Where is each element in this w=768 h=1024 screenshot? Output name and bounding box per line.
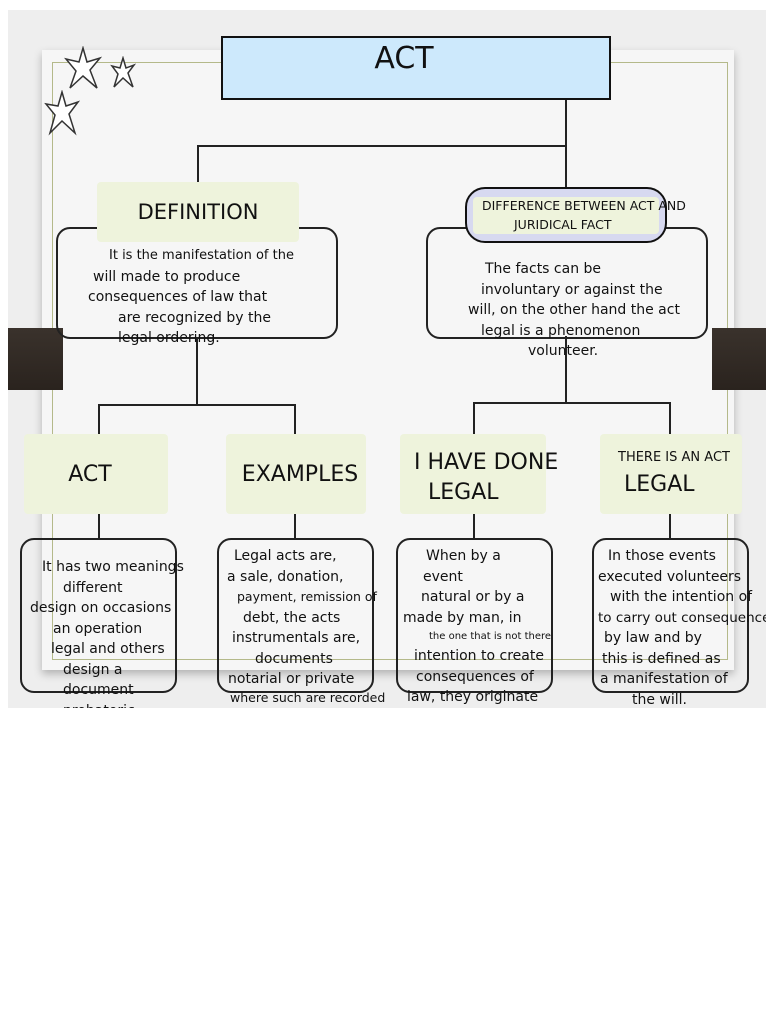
examples-label-box: EXAMPLES [226,434,366,514]
act-legal-label: LEGAL [624,472,695,497]
done-legal-label: I HAVE DONE [414,450,559,475]
act-legal-label-box: THERE IS AN ACT LEGAL [600,434,742,514]
star-icon [64,46,102,89]
connector-line [98,404,296,406]
connector-line [565,145,567,187]
star-icon [44,90,80,136]
connector-line [196,338,198,405]
difference-line: The facts can be [485,261,602,277]
connector-line [565,90,567,146]
connector-line [669,514,671,538]
done-legal-content-box [396,538,553,693]
connector-line [98,514,100,538]
difference-line: volunteer. [528,343,599,359]
difference-label-box [465,187,667,243]
act-text: It has two meanings different design on … [30,559,184,708]
definition-line: consequences of law that [88,289,268,305]
act-legal-content-box [592,538,749,693]
definition-line: It is the manifestation of the [109,248,294,263]
definition-line: legal ordering. [118,330,220,346]
definition-label: DEFINITION [137,200,259,224]
definition-line: are recognized by the [118,309,271,326]
definition-line: will made to produce [93,268,241,285]
connector-line [294,514,296,538]
done-legal-label: LEGAL [428,480,499,505]
act-label: ACT [68,461,112,487]
title-text: ACT [374,40,434,76]
difference-text: The facts can be involuntary or against … [8,259,680,362]
connector-line [294,404,296,434]
examples-content-box [217,538,374,693]
connector-line [197,145,199,183]
connector-line [98,404,100,434]
connector-line [473,514,475,538]
difference-label: DIFFERENCE BETWEEN ACT AND JURIDICAL FAC… [482,198,686,232]
connector-line [473,402,671,404]
done-legal-label-box: I HAVE DONE LEGAL [400,434,558,514]
act-legal-label: THERE IS AN ACT [618,450,730,465]
slide: ACT DEFINITION It is the manifestation o… [8,10,766,708]
done-legal-text: When by a event natural or by a made by … [403,548,552,705]
act-legal-text: In those events executed volunteers with… [598,548,766,708]
connector-line [669,402,671,434]
connector-line [197,145,567,147]
difference-line: legal is a phenomenon [481,322,641,339]
connector-line [565,336,567,403]
connector-line [473,402,475,434]
star-icon [110,56,136,88]
paper-background [42,50,734,670]
examples-text: Legal acts are, a sale, donation, paymen… [227,548,386,705]
right-binder-tab [712,328,766,390]
act-label-box: ACT [24,434,168,514]
difference-line: involuntary or against the [481,281,663,298]
definition-text: It is the manifestation of the will made… [8,246,388,349]
definition-label-box: DEFINITION [97,182,299,242]
title-box: ACT [221,36,611,100]
act-content-box [20,538,177,693]
left-binder-tab [8,328,63,390]
difference-line: will, on the other hand the act [468,302,680,318]
examples-label: EXAMPLES [241,461,359,487]
